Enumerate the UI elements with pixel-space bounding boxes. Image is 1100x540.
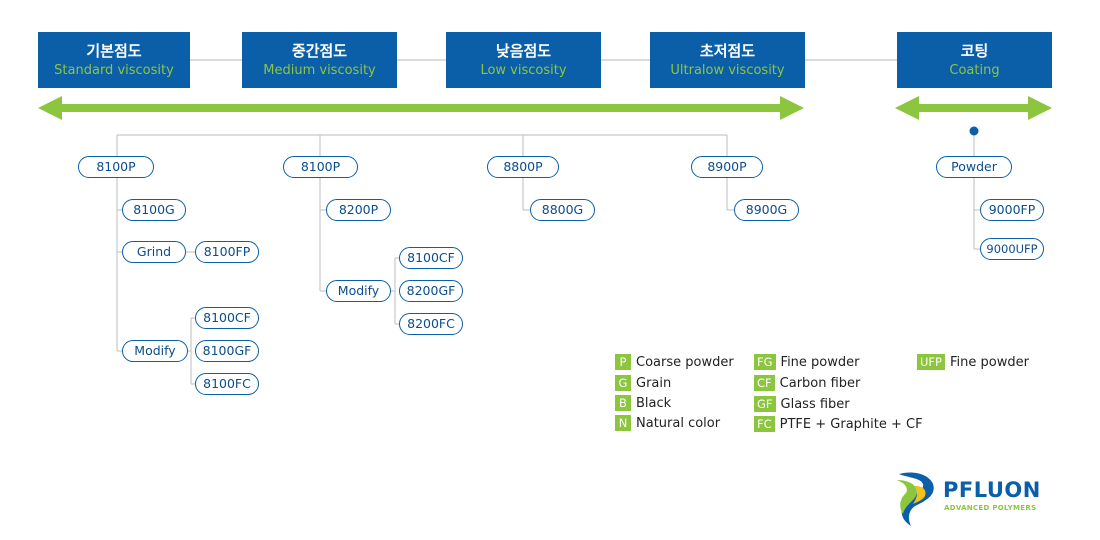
legend-code: CF: [754, 375, 775, 391]
node-c1-8100cf: 8100CF: [195, 307, 259, 329]
header-ko-label: 기본점도: [86, 41, 142, 60]
header-en-label: Medium viscosity: [263, 62, 376, 78]
legend-code: B: [615, 395, 631, 411]
node-c5-powder: Powder: [936, 156, 1012, 178]
node-c1-8100fp: 8100FP: [195, 241, 259, 263]
header-medium-viscosity: 중간점도 Medium viscosity: [242, 32, 397, 88]
legend-label: Fine powder: [780, 354, 860, 370]
legend-label: Glass fiber: [780, 396, 850, 412]
header-ko-label: 코팅: [960, 41, 989, 60]
pfluon-logo-mark-icon: [897, 472, 934, 526]
legend-item: FC PTFE + Graphite + CF: [754, 415, 923, 433]
node-c3-root: 8800P: [487, 156, 559, 178]
viscosity-range-arrow: [38, 96, 804, 120]
header-coating: 코팅 Coating: [897, 32, 1052, 88]
legend-item: B Black: [615, 394, 671, 412]
header-ko-label: 낮음점도: [495, 41, 552, 60]
logo-wordmark: PFLUON: [943, 478, 1041, 502]
node-c1-8100gf: 8100GF: [195, 340, 259, 362]
node-c4-8900g: 8900G: [734, 199, 799, 221]
legend-item: P Coarse powder: [615, 353, 734, 371]
header-ko-label: 초저점도: [699, 41, 756, 60]
legend-item: N Natural color: [615, 414, 720, 432]
node-c2-8100cf: 8100CF: [399, 247, 463, 269]
legend-item: UFP Fine powder: [917, 353, 1029, 371]
legend-code: G: [615, 375, 631, 391]
legend-label: Natural color: [636, 415, 721, 431]
node-c4-root: 8900P: [691, 156, 763, 178]
node-c2-modify: Modify: [326, 280, 391, 302]
legend-item: G Grain: [615, 374, 671, 392]
legend-code: UFP: [917, 354, 945, 370]
node-c1-8100fc: 8100FC: [195, 373, 259, 395]
node-c5-9000ufp: 9000UFP: [980, 238, 1044, 260]
header-ultralow-viscosity: 초저점도 Ultralow viscosity: [650, 32, 805, 88]
node-c2-root: 8100P: [283, 156, 358, 178]
legend-code: P: [615, 354, 631, 370]
legend-label: Black: [636, 395, 672, 411]
legend-label: Coarse powder: [636, 354, 734, 370]
logo-tagline: ADVANCED POLYMERS: [944, 504, 1037, 512]
legend-item: GF Glass fiber: [754, 395, 850, 413]
legend-code: FG: [754, 354, 776, 370]
header-en-label: Low viscosity: [480, 62, 567, 78]
header-ko-label: 중간점도: [291, 41, 348, 60]
header-en-label: Standard viscosity: [54, 62, 174, 78]
legend-label: Grain: [636, 375, 672, 391]
legend-label: PTFE + Graphite + CF: [779, 416, 923, 432]
pfluon-logo: PFLUON ADVANCED POLYMERS: [893, 468, 1043, 528]
node-c5-9000fp: 9000FP: [980, 199, 1044, 221]
legend-label: Fine powder: [949, 354, 1029, 370]
header-en-label: Ultralow viscosity: [670, 62, 785, 78]
coating-range-arrow: [895, 96, 1052, 120]
node-c1-modify: Modify: [122, 340, 188, 362]
header-en-label: Coating: [949, 62, 1000, 78]
node-c2-8200p: 8200P: [326, 199, 391, 221]
node-c2-8200fc: 8200FC: [399, 313, 463, 335]
node-c1-grind: Grind: [122, 241, 186, 263]
legend-item: FG Fine powder: [754, 353, 859, 371]
legend-item: CF Carbon fiber: [754, 374, 860, 392]
legend-code: N: [615, 415, 631, 431]
node-c1-root: 8100P: [78, 156, 154, 178]
legend-code: GF: [754, 396, 776, 412]
header-low-viscosity: 낮음점도 Low viscosity: [446, 32, 601, 88]
node-c1-8100g: 8100G: [122, 199, 186, 221]
legend-label: Carbon fiber: [779, 375, 861, 391]
header-standard-viscosity: 기본점도 Standard viscosity: [38, 32, 190, 88]
node-c3-8800g: 8800G: [530, 199, 595, 221]
node-c2-8200gf: 8200GF: [399, 280, 463, 302]
legend-code: FC: [754, 416, 775, 432]
